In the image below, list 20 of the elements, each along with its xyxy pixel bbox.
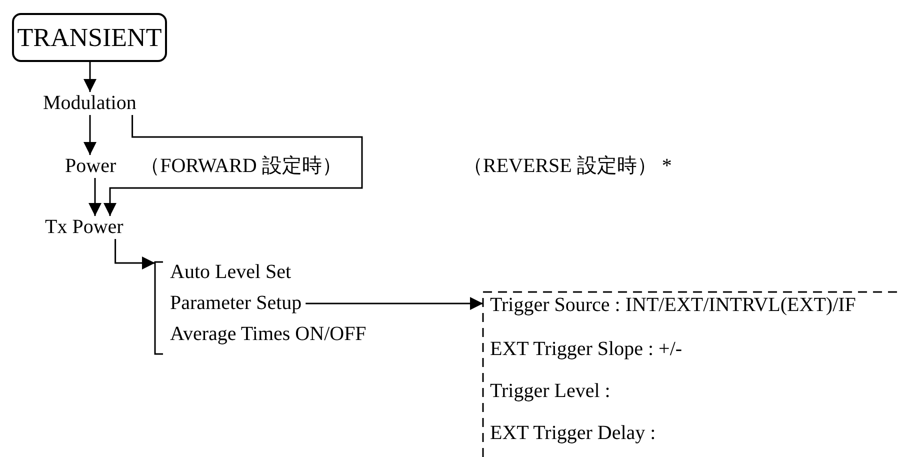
menu-item: Trigger Source : INT/EXT/INTRVL(EXT)/IF <box>490 294 856 317</box>
arrow <box>84 115 96 155</box>
arrow <box>84 62 96 92</box>
menu-item: EXT Trigger Delay : <box>490 422 656 445</box>
arrow <box>114 239 155 270</box>
menu-item: Average Times ON/OFF <box>170 323 366 346</box>
dashed-box <box>483 292 898 457</box>
menu-item: Auto Level Set <box>170 261 292 284</box>
condition-note: （REVERSE 設定時） * <box>463 155 672 178</box>
menu-item: EXT Trigger Slope : +/- <box>490 338 682 361</box>
arrow <box>104 115 363 216</box>
arrow <box>306 297 483 310</box>
condition-note: （FORWARD 設定時） <box>140 155 342 177</box>
menu-item: Modulation <box>43 92 136 115</box>
menu-box: TRANSIENT <box>12 13 167 62</box>
arrow <box>88 178 102 216</box>
menu-item: Tx Power <box>45 216 124 239</box>
menu-item: Parameter Setup <box>170 292 302 315</box>
menu-item: Power <box>65 155 116 177</box>
menu-item: Trigger Level : <box>490 380 610 403</box>
